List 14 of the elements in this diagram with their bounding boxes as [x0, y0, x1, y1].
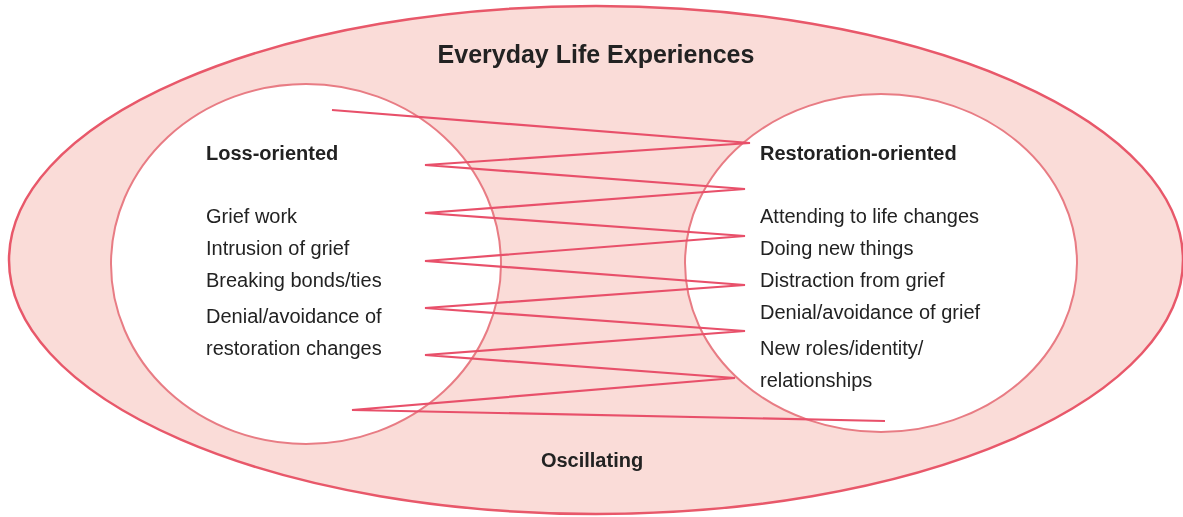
- list-item: New roles/identity/ relationships: [760, 336, 925, 393]
- list-item: Denial/avoidance of grief: [760, 300, 981, 324]
- zigzag-line: [331, 108, 886, 423]
- list-item: Intrusion of grief: [206, 236, 350, 260]
- list-item: Distraction from grief: [760, 268, 945, 292]
- list-item: Denial/avoidance of restoration changes: [206, 304, 383, 361]
- list-item: Breaking bonds/ties: [206, 268, 382, 292]
- list-item: Attending to life changes: [760, 204, 980, 228]
- circle-heading: Restoration-oriented: [760, 141, 957, 165]
- ellipse-heading: Everyday Life Experiences: [436, 42, 756, 66]
- list-item: Grief work: [206, 204, 298, 228]
- circle-heading: Loss-oriented: [206, 141, 339, 165]
- oscillation-label: Oscillating: [540, 448, 644, 472]
- list-item: Doing new things: [760, 236, 914, 260]
